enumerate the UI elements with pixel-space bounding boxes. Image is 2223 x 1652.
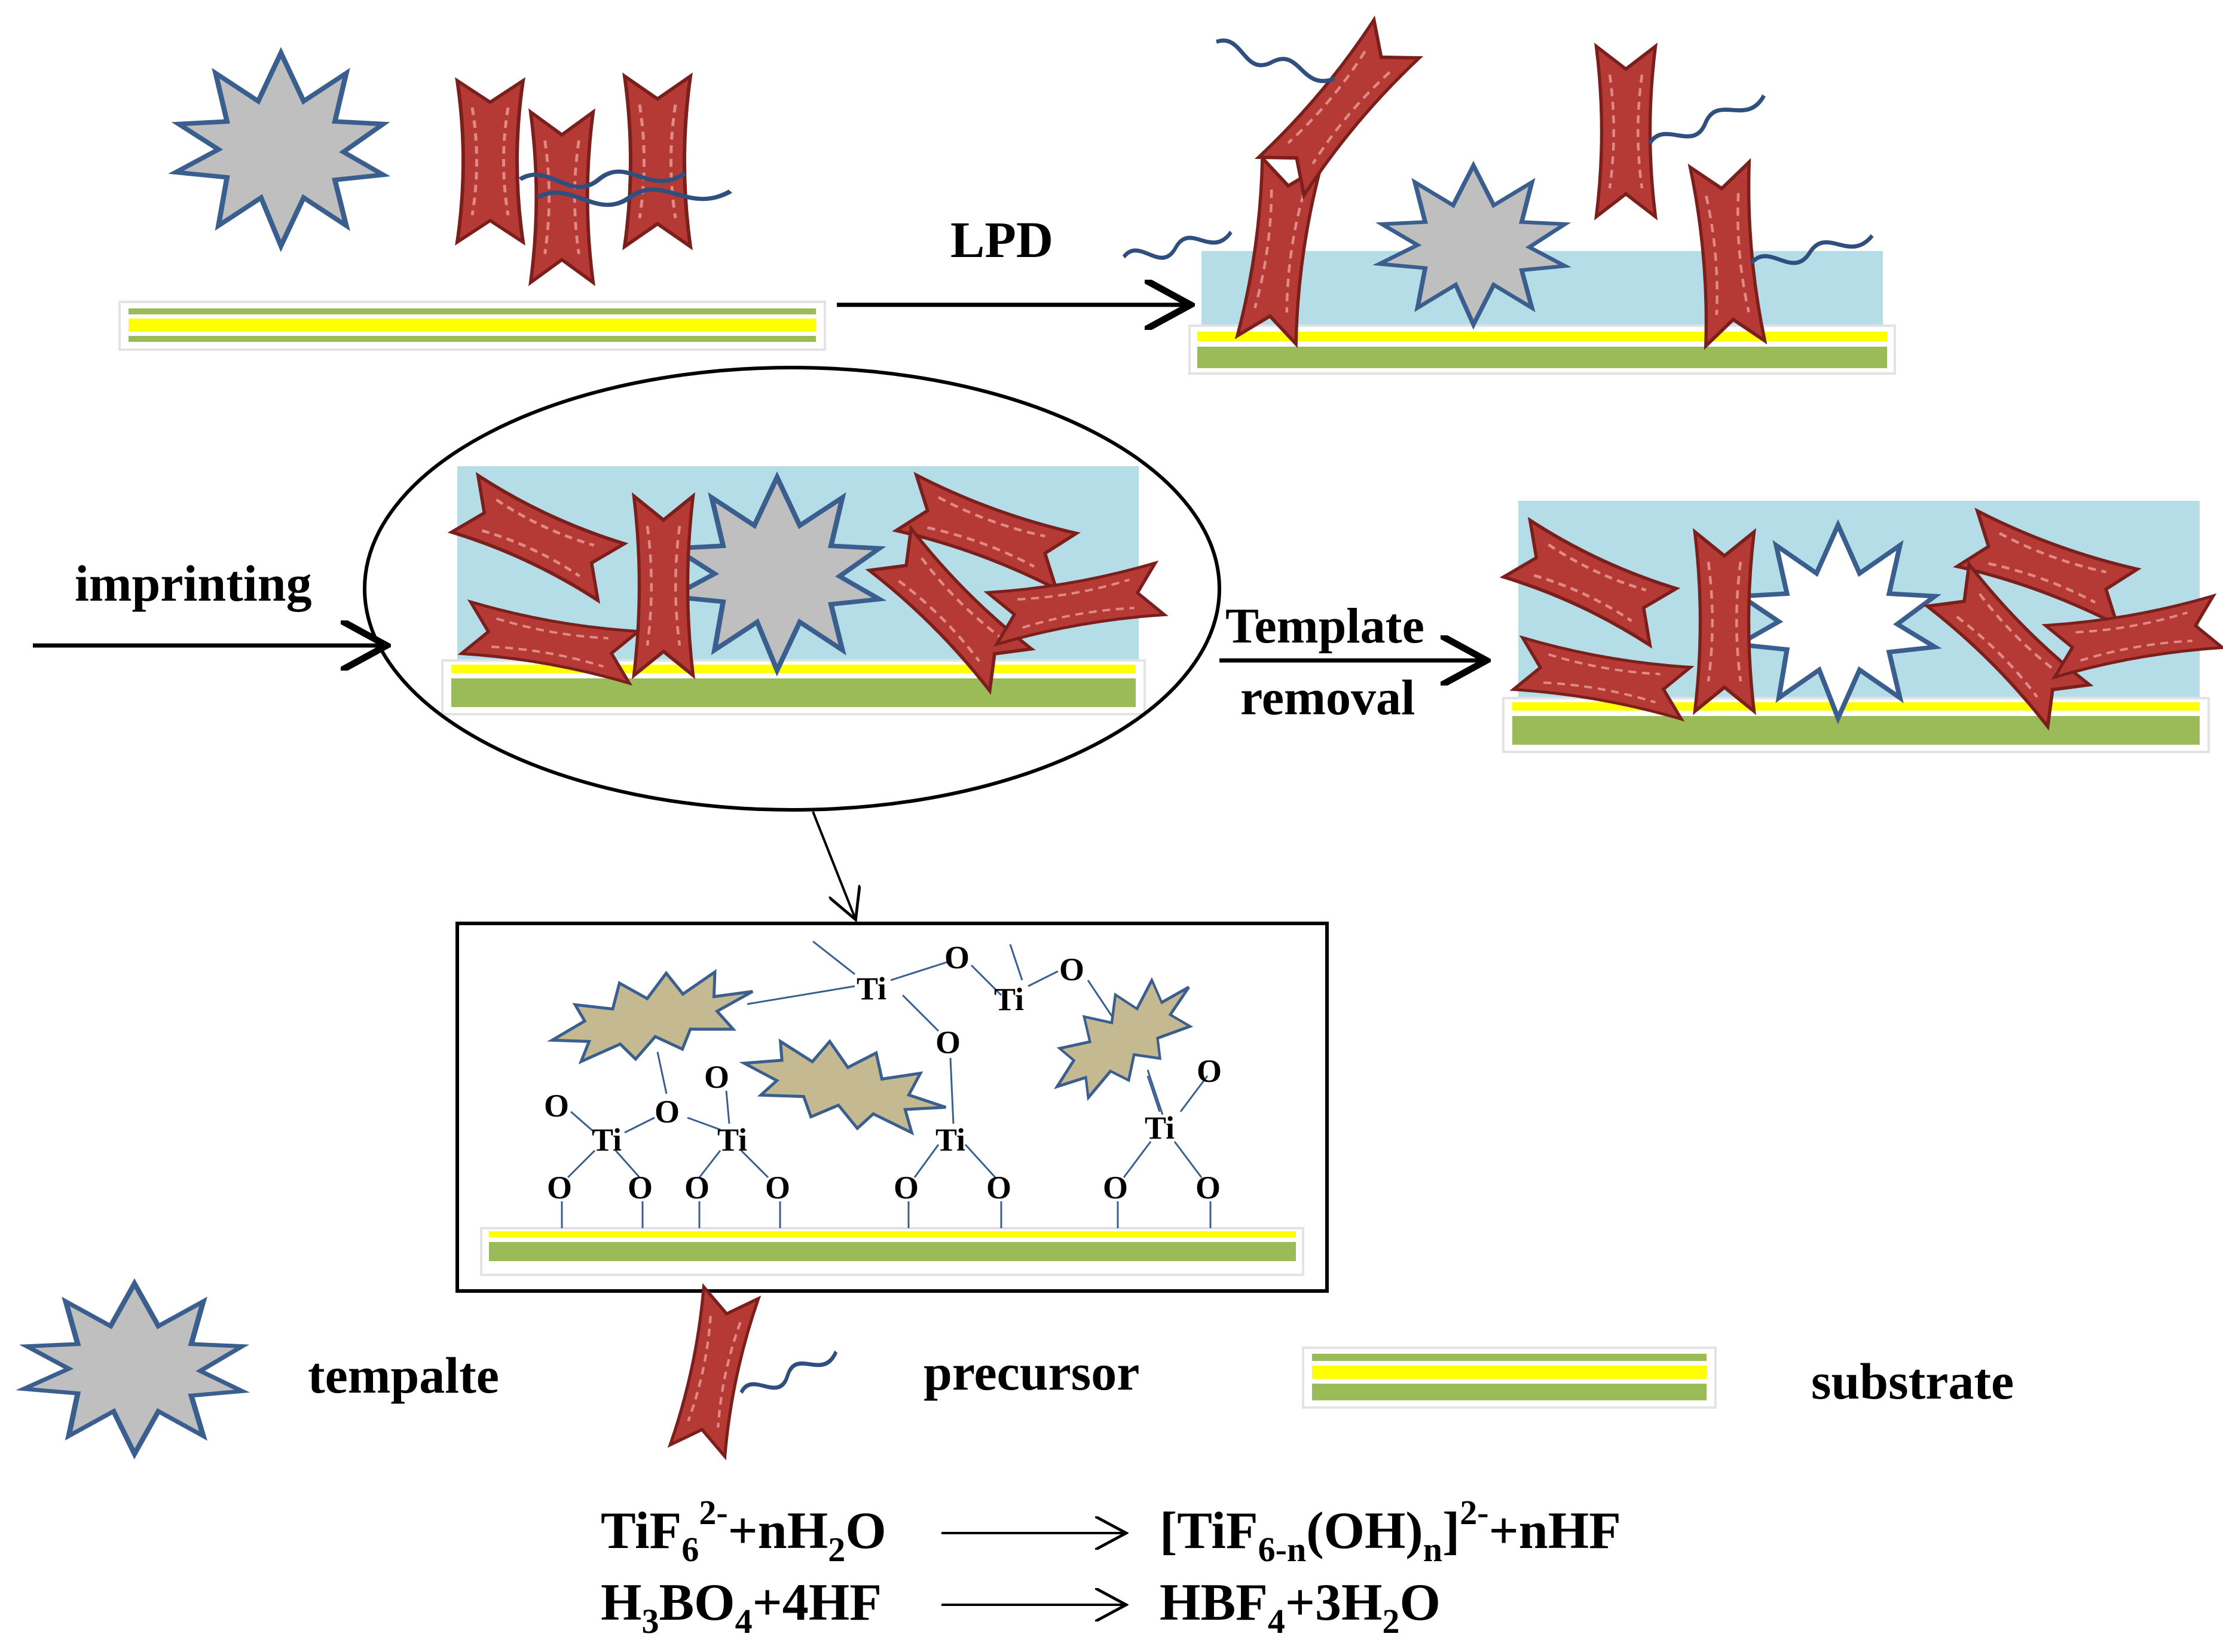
stage2-group [1123,20,1896,375]
equation1-products: [TiF6-n(OH)n]2-+nHF [1160,1493,1621,1569]
molecular-detail-box: Ti Ti O O O O O O Ti Ti Ti Ti O O O O O … [455,922,1329,1293]
o-atom: O [704,1059,729,1095]
ti-atom: Ti [935,1122,965,1158]
o-atom: O [655,1094,680,1130]
precursor-icon [1259,20,1420,195]
template-icon [176,53,383,246]
precursor-icon [1597,46,1656,216]
legend-precursor-label: precursor [924,1344,1139,1401]
o-atom: O [765,1170,790,1206]
legend-precursor-icon [670,1287,759,1457]
lpd-label: LPD [950,211,1053,268]
o-atom: O [628,1170,653,1206]
substrate-plate [451,678,1136,707]
legend-substrate-label: substrate [1811,1353,2014,1410]
legend: tempalte precursor substrate [24,1284,2014,1457]
precursor-icon [634,496,693,675]
legend-precursor-strand [739,1350,841,1400]
equation2-reactants: H3BO4+4HF [601,1574,882,1641]
precursor-icon [625,76,690,246]
o-atom: O [894,1170,919,1206]
legend-template-icon [24,1284,242,1454]
substrate-plate [489,1242,1296,1261]
imprinting-label: imprinting [75,555,312,612]
precursor-strand [1214,35,1335,91]
legend-substrate-icon [1302,1347,1717,1409]
o-atom: O [684,1170,710,1206]
substrate-plate [1197,347,1887,368]
precursor-icon [457,81,523,242]
o-atom: O [1059,952,1084,987]
o-atom: O [544,1088,569,1124]
substrate-plate [118,301,826,351]
atom-labels: Ti Ti O O O O O O Ti Ti Ti Ti O O O O O … [544,940,1222,1206]
o-atom: O [1197,1053,1222,1089]
substrate-plate [1512,716,2200,745]
ti-o-bond-network [561,940,1212,1228]
adsorbed-template-icon [1053,977,1194,1102]
stage3-group [363,366,1221,812]
stage4-group [1503,501,2222,753]
o-atom: O [986,1170,1011,1206]
zoom-ellipse [363,366,1221,812]
stage1-group [118,53,826,351]
equation2-products: HBF4+3H2O [1160,1574,1441,1641]
adsorbed-template-icon [739,1038,947,1136]
o-atom: O [1103,1170,1128,1206]
ti-atom: Ti [994,981,1024,1017]
ti-atom: Ti [717,1122,747,1158]
template-removal-label-line2: removal [1240,670,1415,726]
equation1-reactants: TiF62-+nH2O [601,1493,886,1569]
o-atom: O [1195,1170,1221,1206]
adsorbed-template-icon [547,969,754,1064]
ti-atom: Ti [1145,1110,1175,1146]
ti-atom: Ti [592,1122,622,1158]
legend-template-label: tempalte [308,1347,499,1404]
ti-atom: Ti [857,971,886,1007]
precursor-strand [1647,94,1769,151]
reaction-equations: TiF62-+nH2O [TiF6-n(OH)n]2-+nHF H3BO4+4H… [601,1493,1621,1641]
template-removal-label-line1: Template [1225,598,1424,654]
precursor-icon [1695,532,1754,711]
o-atom: O [935,1024,961,1060]
o-atom: O [944,940,970,975]
zoom-pointer-arrow [812,811,855,917]
o-atom: O [547,1170,572,1206]
